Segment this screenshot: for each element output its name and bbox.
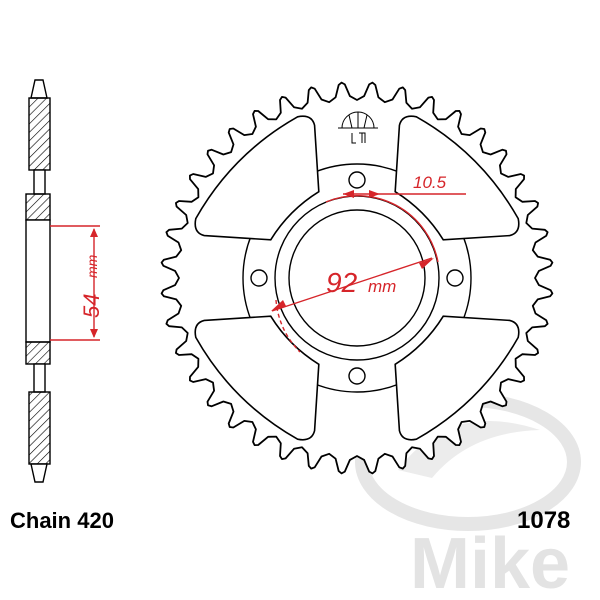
side-profile-view (25, 79, 51, 483)
bolt-hole (250, 269, 268, 287)
lightening-cutout (194, 315, 320, 441)
bolt-circle-unit: mm (368, 277, 396, 296)
bolt-circle-value: 92 (326, 267, 358, 298)
width-dimension-value: 54 (79, 294, 104, 318)
bolt-holes (250, 171, 464, 385)
bolt-hole (348, 171, 366, 189)
lightening-cutout (394, 115, 520, 241)
profile-top-hatch (28, 97, 51, 171)
center-bore (288, 209, 426, 347)
part-number: 1078 (517, 507, 570, 534)
watermark-swoosh-icon (398, 421, 540, 478)
profile-upper-hub-hatch (25, 193, 51, 221)
profile-top-taper (30, 79, 48, 99)
chain-label: Chain 420 (10, 508, 114, 533)
profile-hub-body (25, 219, 51, 343)
profile-lower-hub-hatch (25, 341, 51, 365)
bolt-hole-value: 10.5 (413, 173, 447, 192)
profile-top-notch (33, 169, 46, 195)
width-dimension-unit: mm (84, 254, 100, 278)
width-dimension: 54 mm (50, 225, 104, 341)
sprocket-front-view (160, 81, 554, 475)
watermark-text: Mike (410, 524, 570, 600)
lightening-cutout (394, 315, 520, 441)
bolt-hole (446, 269, 464, 287)
lightening-cutouts (194, 115, 520, 441)
profile-bottom-hatch (28, 391, 51, 465)
profile-bottom-notch (33, 363, 46, 393)
bolt-hole (348, 367, 366, 385)
profile-bottom-taper (30, 463, 48, 483)
hub-outer-ring (242, 163, 472, 393)
lightening-cutout (194, 115, 320, 241)
bolt-hole-dimension: 10.5 (343, 173, 466, 198)
bolt-circle-dimension: 92 mm (271, 195, 439, 353)
manufacturer-mark-icon (338, 111, 378, 144)
